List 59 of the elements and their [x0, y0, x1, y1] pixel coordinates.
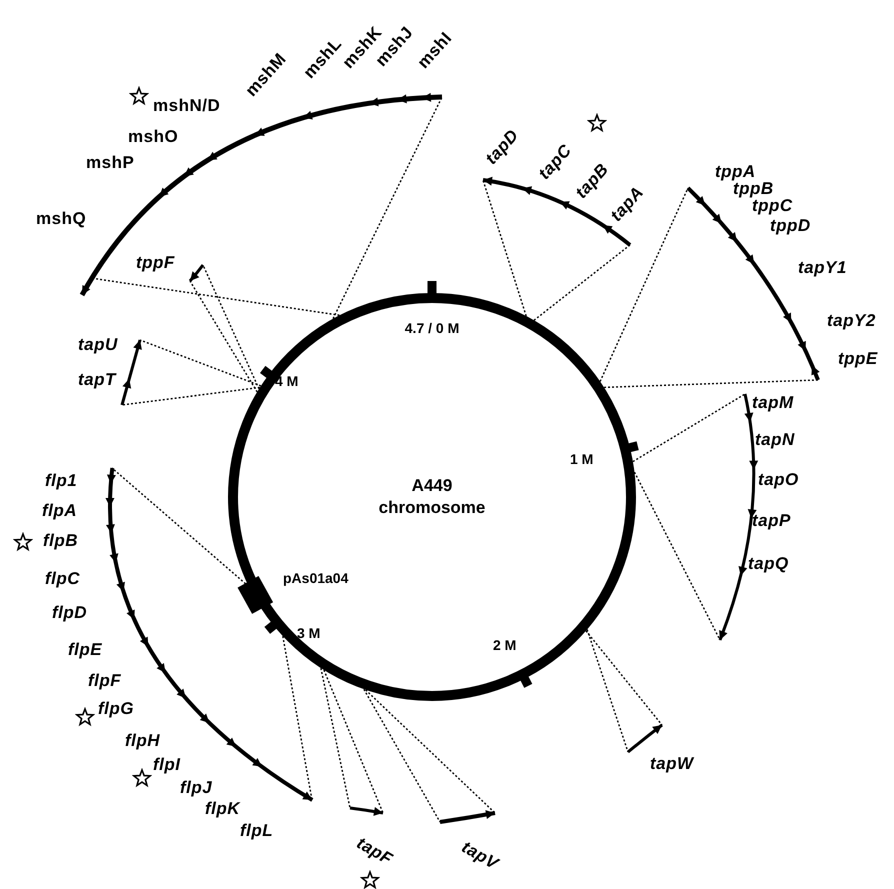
gene-label: tapU [78, 336, 118, 354]
dotted-line [632, 393, 746, 462]
gene-label: tapP [752, 512, 791, 530]
dotted-line [363, 688, 441, 822]
chromosome-name: A449 chromosome [378, 475, 486, 519]
gene-label: tppF [136, 254, 175, 272]
position-label: 3 M [297, 625, 320, 641]
gene-label: tapY2 [827, 312, 876, 330]
dotted-line [140, 339, 262, 387]
gene-label: tppD [770, 217, 811, 235]
position-label: 4 M [275, 373, 298, 389]
gene-label: tppC [752, 197, 793, 215]
position-label: 4.7 / 0 M [404, 320, 460, 336]
position-label: 1 M [570, 451, 594, 467]
gene-label: mshO [128, 128, 178, 146]
gene-label: mshP [86, 154, 134, 172]
gene-label: flpD [52, 604, 88, 622]
dotted-line [634, 472, 721, 640]
gene-label: tapQ [748, 555, 789, 573]
gene-label: flpC [45, 570, 80, 588]
gene-label: tapT [78, 371, 116, 389]
gene-label: tapF [354, 834, 396, 869]
gene-label: flpG [98, 700, 134, 718]
gene-label: tapW [650, 755, 694, 773]
gene-label: flpB [43, 532, 78, 550]
gene-label: tppB [733, 180, 774, 198]
dotted-line [604, 379, 818, 388]
gene-label: flpL [240, 822, 274, 840]
gene-label: flpK [205, 800, 240, 818]
dotted-line [202, 264, 260, 390]
position-label: 2 M [493, 637, 516, 653]
gene-label: tapV [458, 838, 502, 874]
gene-label: tppA [715, 163, 756, 181]
dotted-line [599, 188, 689, 382]
dotted-line [320, 668, 351, 808]
gene-label: flpE [68, 641, 102, 659]
dotted-line [586, 629, 629, 752]
gene-label: mshN/D [153, 96, 220, 115]
dotted-line [534, 244, 630, 321]
gene-label: tapO [758, 471, 799, 489]
gene-label: tapY1 [798, 259, 847, 277]
dotted-line [189, 280, 258, 392]
gene-label: flpJ [180, 779, 212, 797]
dotted-line [332, 96, 443, 319]
dotted-line [122, 386, 260, 406]
gene-label: flpI [153, 756, 180, 774]
gene-label: tapN [755, 431, 795, 449]
gene-label: flpH [125, 732, 160, 750]
gene-label: tppE [838, 350, 878, 368]
gene-label: flp1 [45, 472, 78, 490]
gene-label: flpA [42, 502, 78, 520]
dotted-line [482, 180, 527, 316]
position-label: pAs01a04 [283, 570, 348, 586]
dotted-line [365, 689, 496, 814]
dotted-line [585, 630, 663, 726]
gene-label: tapM [752, 394, 794, 412]
gene-label: mshQ [36, 210, 86, 228]
dotted-line [323, 670, 384, 814]
gene-label: flpF [88, 672, 122, 690]
